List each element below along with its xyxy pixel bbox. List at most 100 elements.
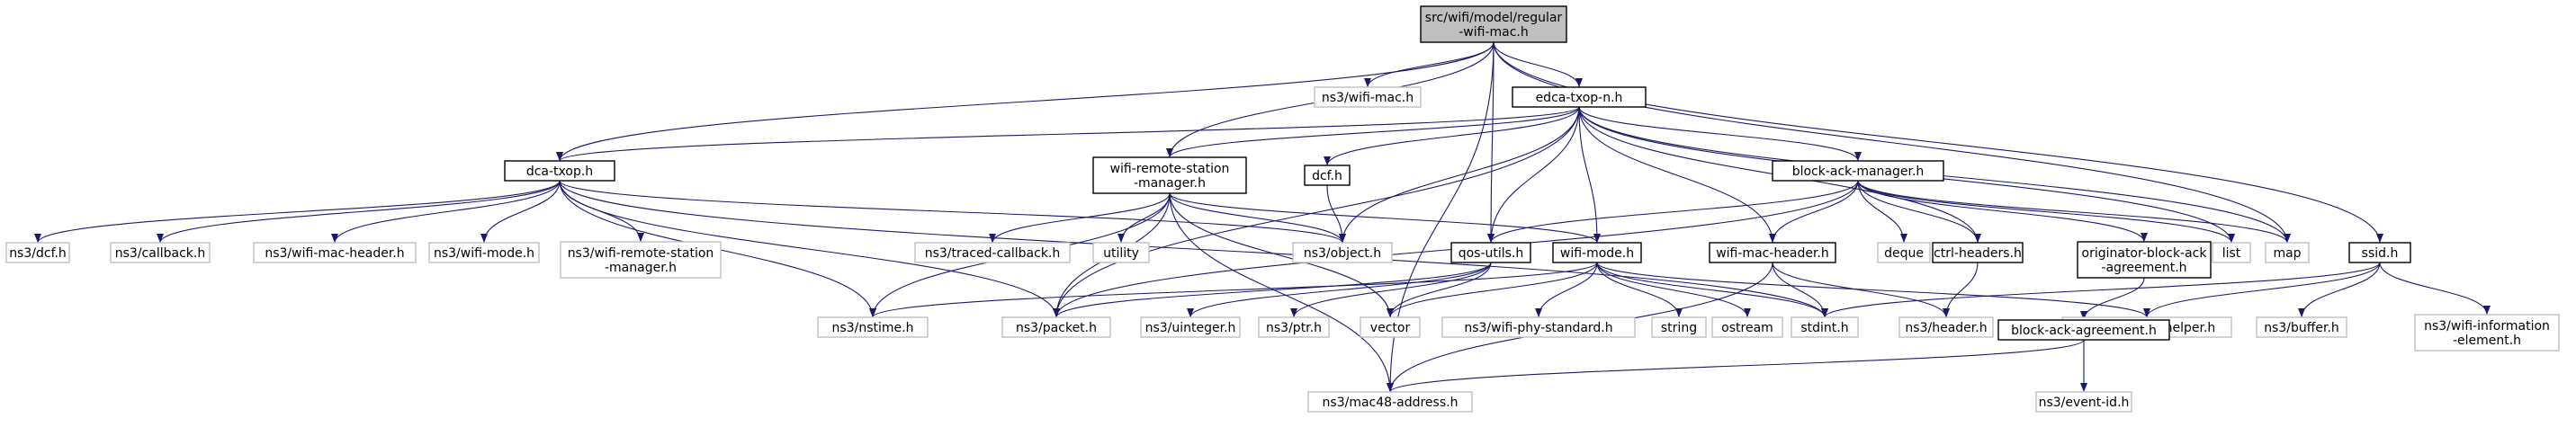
node-qos[interactable]: qos-utils.h xyxy=(1450,242,1531,263)
node-root[interactable]: src/wifi/model/regular-wifi-mac.h xyxy=(1420,5,1567,43)
node-box-uinteger xyxy=(1140,316,1241,338)
node-label: ns3/callback.h xyxy=(115,246,205,261)
node-wps: ns3/wifi-phy-standard.h xyxy=(1441,316,1636,338)
edge-wmode-to-string xyxy=(1596,262,1683,318)
node-obaa[interactable]: originator-block-ack-agreement.h xyxy=(2077,241,2212,279)
node-callback: ns3/callback.h xyxy=(110,242,211,263)
edge-baa-to-mac48 xyxy=(1387,339,2085,393)
edge-dca-to-wmh_ext xyxy=(331,180,561,244)
node-baa[interactable]: block-ack-agreement.h xyxy=(1997,319,2170,341)
node-wmode[interactable]: wifi-mode.h xyxy=(1552,242,1642,263)
edge-wmode-to-stdint xyxy=(1596,262,1828,318)
edge-bam-to-ctrl xyxy=(1857,180,1981,244)
node-label: ns3/uinteger.h xyxy=(1145,321,1236,335)
node-label: block-ack-agreement.h xyxy=(2011,324,2157,338)
edge-dca-to-packet xyxy=(559,180,1060,318)
nodes-layer: src/wifi/model/regular-wifi-mac.h ns3/wif… xyxy=(5,5,2560,413)
node-vector: vector xyxy=(1360,316,1421,338)
node-label: wifi-mac-header.h xyxy=(1716,246,1829,261)
node-dcf[interactable]: dcf.h xyxy=(1304,165,1351,186)
edge-wmh-to-header xyxy=(1772,262,1950,318)
node-box-vector xyxy=(1360,316,1421,338)
edge-edca-to-object xyxy=(1339,106,1580,244)
edge-edca-to-wmode xyxy=(1578,106,1601,244)
node-label: utility xyxy=(1103,246,1139,261)
node-box-obaa xyxy=(2077,241,2212,279)
node-label: -element.h xyxy=(2453,334,2521,348)
node-box-deque xyxy=(1877,242,1931,263)
node-label: -manager.h xyxy=(1134,176,1206,191)
edge-wmode-to-wps xyxy=(1535,262,1598,318)
node-label: ns3/wifi-mac-header.h xyxy=(265,246,404,261)
node-label: wifi-remote-station xyxy=(1110,162,1230,176)
node-label: -manager.h xyxy=(605,261,677,275)
node-label: dca-txop.h xyxy=(526,165,593,179)
node-nstime: ns3/nstime.h xyxy=(817,316,929,338)
edge-wmode-to-vector xyxy=(1387,262,1598,318)
node-label: originator-block-ack xyxy=(2082,246,2208,261)
node-wrsm_ext: ns3/wifi-remote-station-manager.h xyxy=(560,241,722,279)
node-box-utility xyxy=(1092,242,1150,263)
edge-edca-to-dca xyxy=(556,106,1580,162)
node-label: dcf.h xyxy=(1312,169,1342,183)
node-object: ns3/object.h xyxy=(1292,242,1393,263)
node-box-dcf xyxy=(1304,165,1351,186)
node-bam[interactable]: block-ack-manager.h xyxy=(1772,160,1944,182)
node-dca[interactable]: dca-txop.h xyxy=(504,160,615,182)
edge-root-to-ssid xyxy=(1493,41,2383,244)
node-uinteger: ns3/uinteger.h xyxy=(1140,316,1241,338)
node-label: ns3/nstime.h xyxy=(832,321,914,335)
node-box-string xyxy=(1651,316,1707,338)
edge-ctrl-to-header xyxy=(1943,262,1979,318)
node-label: ns3/ptr.h xyxy=(1266,321,1322,335)
node-box-wrsm xyxy=(1092,156,1247,194)
node-label: -wifi-mac.h xyxy=(1459,25,1529,40)
edge-bam-to-wmh xyxy=(1769,180,1859,244)
node-label: ns3/wifi-phy-standard.h xyxy=(1464,321,1612,335)
node-label: block-ack-manager.h xyxy=(1792,165,1925,179)
node-ctrl[interactable]: ctrl-headers.h xyxy=(1932,242,2024,263)
node-box-baa xyxy=(1997,319,2170,341)
node-wmh[interactable]: wifi-mac-header.h xyxy=(1709,242,1836,263)
edge-root-to-dca xyxy=(556,41,1494,162)
node-header: ns3/header.h xyxy=(1898,316,1994,338)
node-label: deque xyxy=(1884,246,1924,261)
node-box-wrsm_ext xyxy=(560,241,722,279)
node-box-list xyxy=(2212,242,2251,263)
node-box-wifi_mac xyxy=(1314,86,1422,108)
node-box-wmh xyxy=(1709,242,1836,263)
node-box-wmode_ext xyxy=(428,242,540,263)
edge-edca-to-bam xyxy=(1578,106,1862,162)
node-box-ssid xyxy=(2348,242,2411,263)
node-wmode_ext: ns3/wifi-mode.h xyxy=(428,242,540,263)
node-ns3dcf: ns3/dcf.h xyxy=(5,242,70,263)
edge-qos-to-packet xyxy=(1053,262,1492,318)
node-box-ptr xyxy=(1258,316,1330,338)
node-wrsm[interactable]: wifi-remote-station-manager.h xyxy=(1092,156,1247,194)
node-ptr: ns3/ptr.h xyxy=(1258,316,1330,338)
edge-ssid-to-buffer xyxy=(2298,262,2381,318)
node-box-ostream xyxy=(1711,316,1783,338)
node-label: ostream xyxy=(1721,321,1773,335)
node-box-packet xyxy=(1001,316,1111,338)
node-label: ns3/wifi-mode.h xyxy=(434,246,534,261)
node-label: ns3/packet.h xyxy=(1016,321,1097,335)
edge-obaa-to-baa xyxy=(2080,277,2145,321)
node-mac48: ns3/mac48-address.h xyxy=(1307,391,1473,413)
node-label: ssid.h xyxy=(2362,246,2399,261)
node-ssid[interactable]: ssid.h xyxy=(2348,242,2411,263)
node-box-object xyxy=(1292,242,1393,263)
edge-edca-to-wmh xyxy=(1578,106,1776,244)
node-box-nstime xyxy=(817,316,929,338)
edge-wmode-to-attr xyxy=(1596,262,2150,318)
node-box-wps xyxy=(1441,316,1636,338)
node-edca[interactable]: edca-txop-n.h xyxy=(1512,86,1647,108)
node-label: string xyxy=(1661,321,1697,335)
node-wie: ns3/wifi-information-element.h xyxy=(2414,314,2560,351)
node-label: ns3/event-id.h xyxy=(2039,396,2130,410)
edge-dca-to-stdint xyxy=(559,180,1828,318)
edge-wrsm-to-traced xyxy=(989,192,1171,244)
node-traced: ns3/traced-callback.h xyxy=(914,242,1071,263)
edge-wrsm-to-mac48 xyxy=(1169,192,1394,393)
